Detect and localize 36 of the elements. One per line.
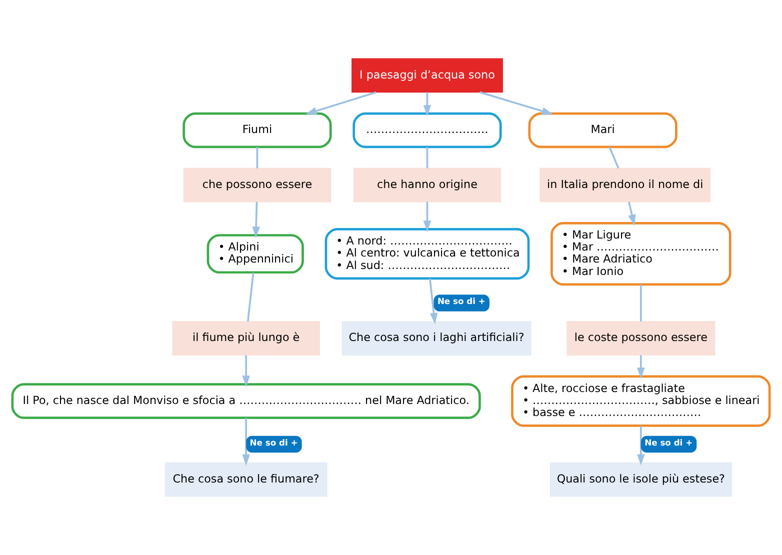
node-box: il fiume più lungo è xyxy=(172,321,320,356)
node-box: Il Po, che nasce dal Monviso e sfocia a …………………………… nel Mare Adriatico. xyxy=(11,383,481,419)
arrow xyxy=(423,202,432,232)
node-box: le coste possono essere xyxy=(566,321,716,356)
edge-label: Ne so di + xyxy=(437,296,486,306)
arrow xyxy=(637,426,645,466)
node-box: • Mar Ligure • Mar …………………………… • Mare Adriatico • Mar Ionio xyxy=(550,222,732,286)
node-box: • A nord: …………………………… • Al centro: vulcanica e tettonica • Al sud: …………………………… xyxy=(324,228,530,280)
connector xyxy=(640,284,642,322)
node-box: che hanno origine xyxy=(353,168,502,202)
arrow xyxy=(423,92,432,116)
node-box: • Alte, rocciose e frastagliate • ……………………………, sabbiose e lineari • basse e …………………………… xyxy=(511,375,771,427)
connector xyxy=(246,272,254,322)
arrow xyxy=(637,355,645,379)
node-box: • Alpini • Appenninici xyxy=(206,234,304,274)
edge-label: Ne so di + xyxy=(644,437,693,448)
connector xyxy=(256,147,258,168)
node-box: I paesaggi d’acqua sono xyxy=(352,58,503,93)
arrow xyxy=(242,418,250,466)
node-box: Mari xyxy=(528,112,678,148)
node-box: Che cosa sono le fiumare? xyxy=(164,462,328,497)
node-box: …………………………… xyxy=(352,112,502,148)
node-box: che possono essere xyxy=(183,168,332,202)
arrow xyxy=(306,91,376,115)
connector xyxy=(608,146,620,169)
node-box: Che cosa sono i laghi artificiali? xyxy=(342,321,532,356)
edge-label: Ne so di + xyxy=(250,437,298,448)
arrow xyxy=(479,91,554,115)
node-box: Fiumi xyxy=(182,112,332,148)
connector xyxy=(426,147,428,168)
arrow xyxy=(252,202,260,238)
node-box: Quali sono le isole più estese? xyxy=(550,462,732,497)
arrow xyxy=(628,202,636,226)
arrow xyxy=(242,355,250,387)
arrow xyxy=(429,278,438,324)
node-box: in Italia prendono il nome di xyxy=(540,168,711,202)
